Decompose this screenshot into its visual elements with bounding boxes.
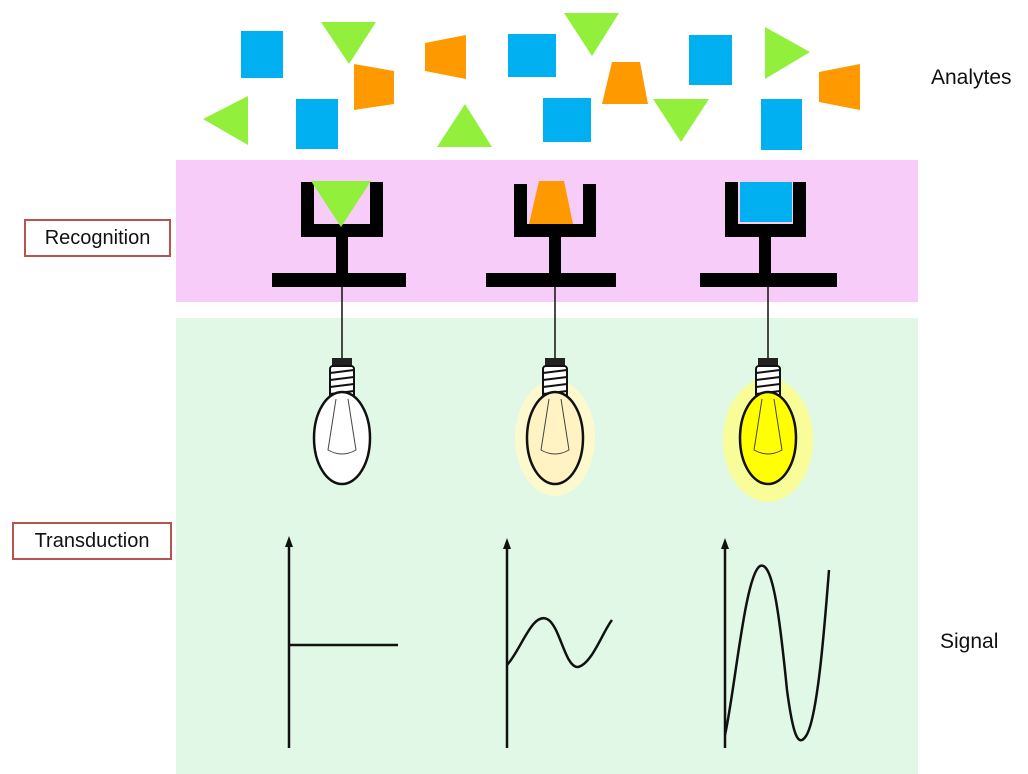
analyte-triangle <box>653 99 709 142</box>
recognition-label: Recognition <box>24 219 171 257</box>
analyte-triangle <box>765 27 810 79</box>
analyte-trapezoid <box>602 62 648 104</box>
analyte-trapezoid <box>425 35 466 79</box>
sensor-column-2 <box>486 181 616 748</box>
signal-large-wave-plot <box>721 538 831 748</box>
signal-label: Signal <box>940 630 999 653</box>
analyte-triangle <box>564 13 619 56</box>
light-bulb-dim-icon <box>515 358 595 496</box>
analyte-cube <box>689 35 732 85</box>
bound-analyte-trapezoid <box>529 181 573 224</box>
analyte-triangle <box>321 22 376 64</box>
analyte-trapezoid <box>354 64 394 110</box>
receptor-3 <box>700 182 837 287</box>
analytes-label: Analytes <box>931 66 1012 89</box>
light-bulb-off-icon <box>312 358 372 486</box>
analyte-cube <box>543 98 591 142</box>
analyte-cube <box>241 31 283 78</box>
receptor-1 <box>272 182 406 287</box>
bound-analyte-triangle <box>311 181 371 227</box>
receptor-2 <box>486 184 616 287</box>
transduction-label: Transduction <box>12 522 172 560</box>
analyte-cube <box>296 99 338 149</box>
sensor-column-1 <box>272 181 406 748</box>
bound-analyte-cube <box>740 182 792 222</box>
analyte-triangle <box>203 96 248 145</box>
sensor-column-3 <box>700 182 837 748</box>
signal-flat-plot <box>285 536 398 748</box>
analyte-triangle <box>437 104 492 147</box>
analyte-cube <box>508 34 556 77</box>
free-analytes <box>203 13 860 150</box>
analyte-cube <box>761 99 802 150</box>
light-bulb-bright-icon <box>723 358 813 502</box>
signal-small-wave-plot <box>503 538 614 748</box>
analyte-trapezoid <box>819 64 860 110</box>
